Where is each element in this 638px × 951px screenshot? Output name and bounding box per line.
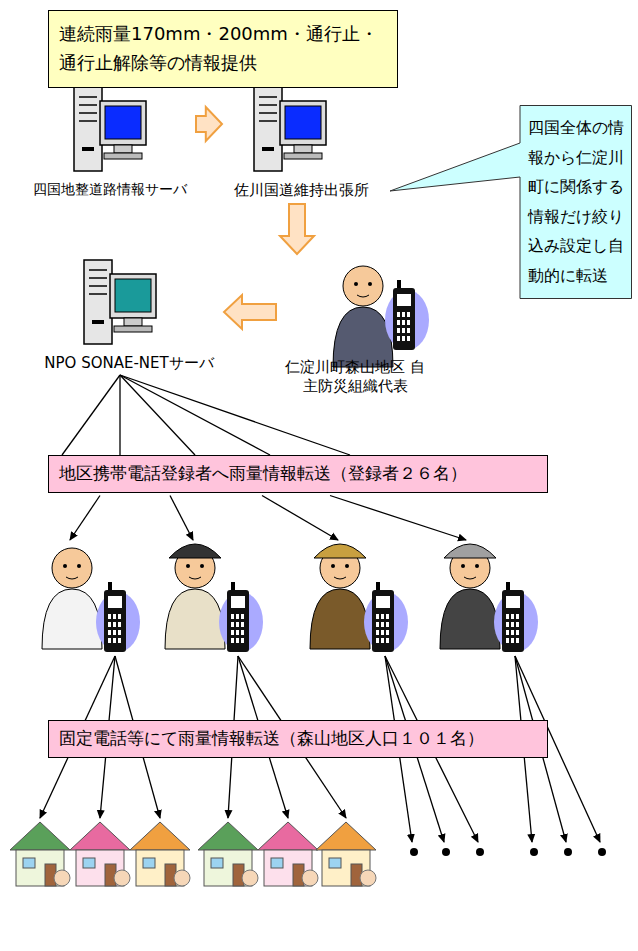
flow-arrow	[280, 204, 314, 254]
phone-icon	[364, 582, 408, 652]
house-icon	[10, 822, 70, 886]
server-node: NPO SONAE-NETサーバ	[38, 258, 220, 373]
node-text: 仁淀川町森山地区 自主防災組織代表	[284, 358, 426, 396]
band-box: 地区携帯電話登録者へ雨量情報転送（登録者２６名）	[48, 455, 548, 493]
node-text: NPO SONAE-NETサーバ	[42, 354, 216, 373]
band-box: 固定電話等にて雨量情報転送（森山地区人口１０１名）	[48, 720, 548, 758]
more-dot	[442, 848, 450, 856]
more-dot	[530, 848, 538, 856]
node-text: 連続雨量170mm・200mm・通行止・通行止解除等の情報提供	[59, 20, 387, 78]
server-node: 四国地整道路情報サーバ	[28, 85, 192, 199]
person-node: 仁淀川町森山地区 自主防災組織代表	[280, 258, 430, 396]
person-icon	[42, 548, 102, 649]
fan-line	[62, 375, 120, 455]
server-icon	[84, 260, 156, 344]
more-dot	[410, 848, 418, 856]
node-text: 固定電話等にて雨量情報転送（森山地区人口１０１名）	[59, 726, 537, 752]
more-dot	[564, 848, 572, 856]
node-text: 四国全体の情報から仁淀川町に関係する情報だけ絞り込み設定し自動的に転送	[528, 113, 626, 291]
fan-line	[262, 496, 338, 541]
fan-line	[120, 375, 195, 455]
phone-icon	[494, 582, 538, 652]
person-icon	[310, 544, 370, 649]
phone-icon	[385, 280, 429, 350]
phone-icon	[96, 582, 140, 652]
person-icon	[333, 266, 393, 367]
node-text: 佐川国道維持出張所	[230, 181, 372, 200]
node-text: 地区携帯電話登録者へ雨量情報転送（登録者２６名）	[59, 461, 537, 487]
person-icon	[440, 544, 500, 649]
fan-line	[170, 496, 193, 541]
server-node: 佐川国道維持出張所	[226, 85, 376, 200]
house-icon	[130, 822, 190, 886]
flow-arrow	[224, 295, 276, 329]
server-icon	[74, 87, 146, 171]
more-dot	[476, 848, 484, 856]
fan-line	[70, 496, 100, 541]
fan-line	[330, 496, 466, 541]
fan-line	[120, 375, 270, 455]
house-icon	[258, 822, 318, 886]
server-icon	[254, 87, 326, 171]
more-dot	[598, 848, 606, 856]
fan-connector	[119, 375, 120, 455]
flow-arrow	[196, 107, 222, 141]
house-icon	[70, 822, 130, 886]
callout-shape	[390, 106, 632, 299]
person-icon	[165, 544, 225, 649]
house-icon	[198, 822, 258, 886]
house-icon	[316, 822, 376, 886]
info-title-box: 連続雨量170mm・200mm・通行止・通行止解除等の情報提供	[48, 10, 398, 88]
phone-icon	[219, 582, 263, 652]
callout-box: 四国全体の情報から仁淀川町に関係する情報だけ絞り込み設定し自動的に転送	[520, 105, 632, 299]
node-text: 四国地整道路情報サーバ	[32, 181, 188, 199]
